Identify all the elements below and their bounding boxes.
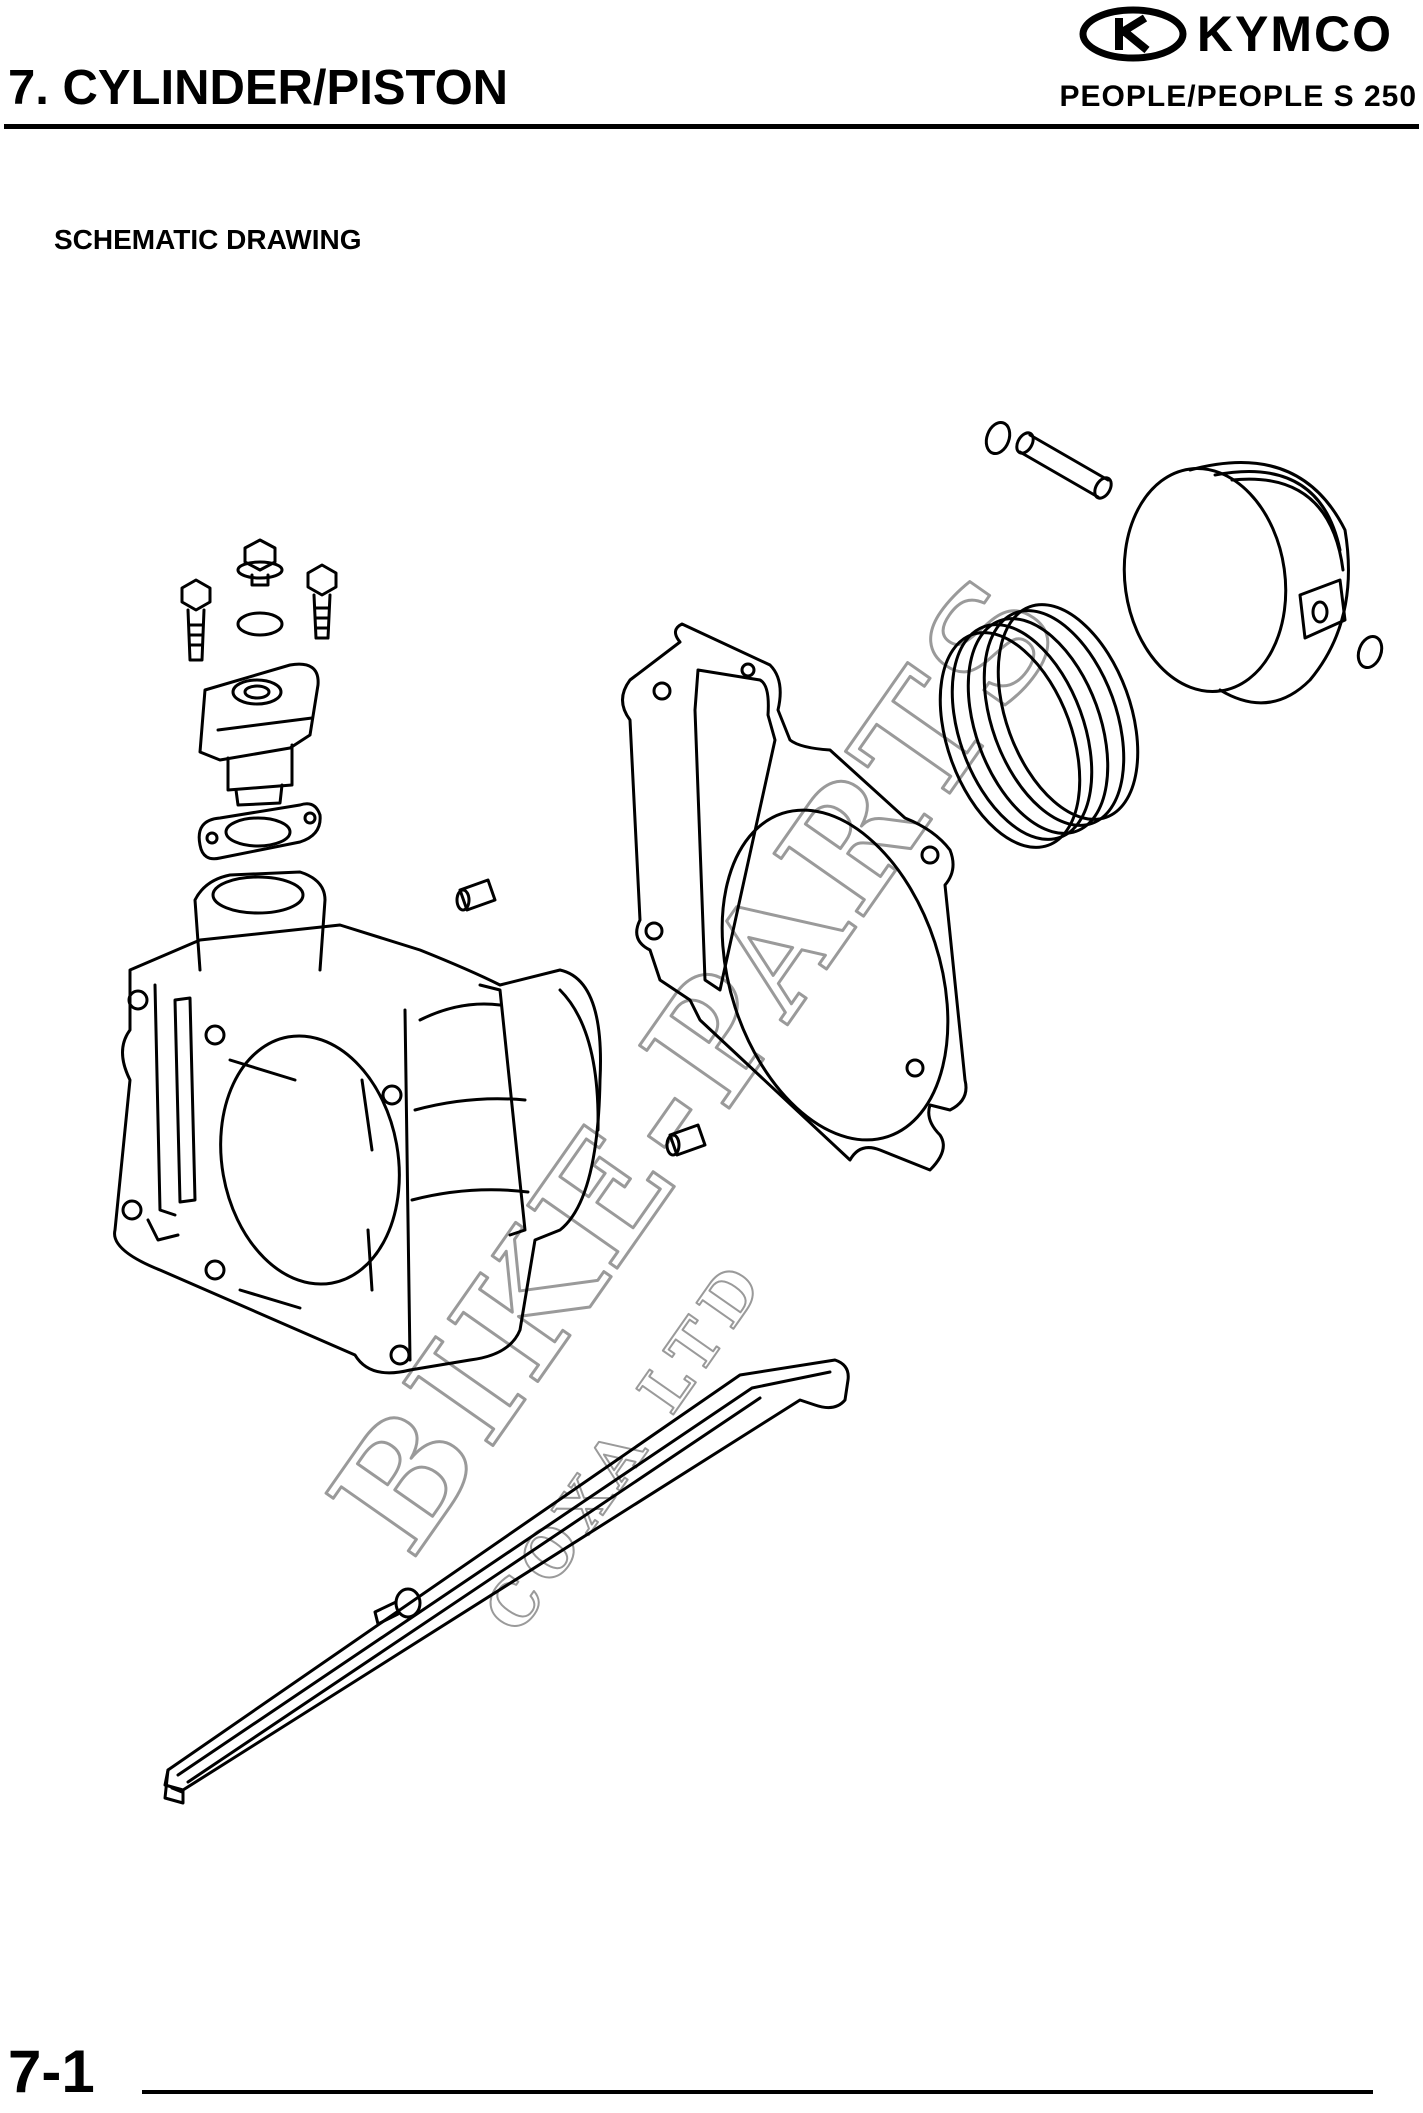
tensioner-bolt-right xyxy=(306,563,338,640)
schematic-drawing: BIKE-PARTS COXA LTD xyxy=(113,421,1384,1805)
kymco-logo: KYMCO xyxy=(1079,6,1393,62)
tensioner-gasket xyxy=(197,802,322,861)
footer-divider xyxy=(142,2090,1373,2094)
piston-pin xyxy=(1015,431,1113,500)
cam-chain-guide xyxy=(163,1358,850,1805)
kymco-logo-mark-icon xyxy=(1079,6,1187,62)
tensioner-sealing-bolt xyxy=(236,538,284,587)
dowel-pin-lower xyxy=(665,1123,707,1157)
model-name: PEOPLE/PEOPLE S 250 xyxy=(1059,80,1417,113)
tensioner-bolt-left xyxy=(180,578,212,662)
kymco-wordmark: KYMCO xyxy=(1196,6,1393,62)
cylinder-gasket xyxy=(621,622,968,1172)
piston xyxy=(1122,461,1350,705)
page-number: 7-1 xyxy=(8,2038,95,2105)
section-heading: SCHEMATIC DRAWING xyxy=(54,224,362,255)
header-divider xyxy=(4,124,1419,129)
watermark: BIKE-PARTS COXA LTD xyxy=(295,540,1100,1645)
cam-chain-tensioner xyxy=(198,662,320,807)
piston-rings xyxy=(938,603,1140,849)
piston-pin-clip-left xyxy=(984,421,1012,455)
dowel-pin-upper xyxy=(455,878,497,912)
cylinder xyxy=(113,870,602,1375)
page-title: 7. CYLINDER/PISTON xyxy=(8,61,509,115)
tensioner-o-ring xyxy=(236,611,284,637)
piston-pin-clip-right xyxy=(1356,635,1384,669)
